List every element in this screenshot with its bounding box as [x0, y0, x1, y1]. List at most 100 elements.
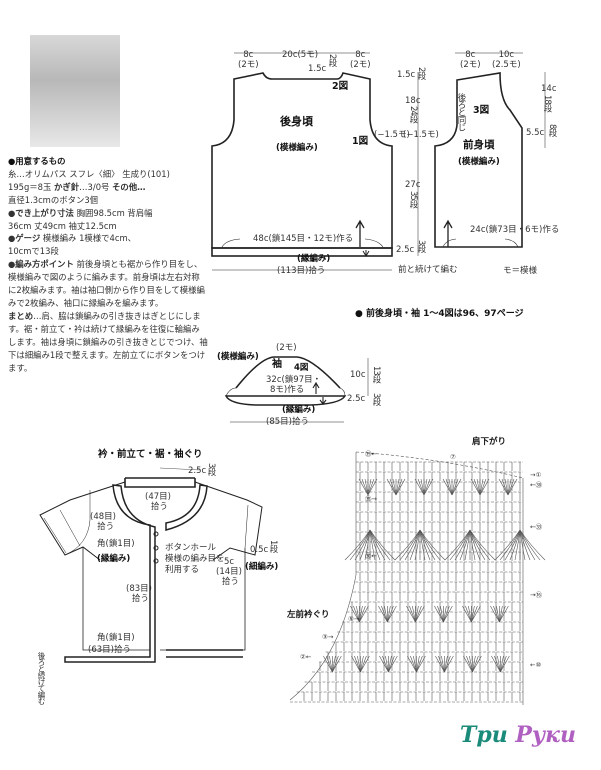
large-fan-stitch [519, 529, 531, 561]
fan-stitch [423, 478, 431, 496]
fan-stitch [395, 478, 400, 496]
pattern-label: (模様編み) [217, 352, 259, 362]
fan-stitch [412, 605, 416, 623]
large-fan-stitch [519, 529, 546, 561]
large-fan-stitch [469, 529, 481, 561]
model-photo [30, 35, 120, 147]
page-reference-note: ● 前後身頃・袖 1〜4図は96、97ページ [355, 309, 524, 319]
back-border-band [211, 247, 393, 257]
dim-label: 2.5c [188, 466, 207, 476]
watermark-logo: Три Руки [460, 722, 577, 748]
size-heading: ●でき上がり寸法 [8, 207, 74, 218]
assembly-title: 衿・前立て・裾・袖ぐり [98, 449, 203, 460]
dim-label: 3段 [206, 463, 216, 475]
start-label: 48c(鎖145目・12モ)作る [253, 234, 354, 244]
fan-stitch [435, 655, 445, 673]
dim-label: 3段 [416, 240, 426, 252]
fan-stitch [414, 478, 425, 496]
finishing-text: …肩、脇は鎖編みの引き抜きはぎとじにします。裾・前立て・衿は続けて縁編みを往復に… [8, 310, 208, 373]
row-marker: ㉟→ [365, 495, 377, 503]
large-fan-stitch [369, 529, 376, 561]
large-fan-stitch [514, 529, 521, 561]
large-fan-stitch [499, 529, 521, 561]
dim-label: 8c(2モ) [238, 50, 259, 70]
dim-label: (−1.5モ) [374, 130, 410, 140]
fan-stitch [471, 605, 475, 623]
pickup-label: (113目)拾う [277, 266, 326, 276]
dim-label: (2モ) [276, 343, 297, 353]
fan-stitch [443, 605, 453, 623]
figure-label: 2図 [332, 81, 349, 92]
fan-stitch [389, 478, 397, 496]
fan-stitch [359, 605, 369, 623]
fan-stitch [434, 605, 444, 623]
fan-stitch [364, 478, 369, 496]
start-label: 24c(鎖73目・6モ)作る [470, 225, 560, 235]
large-fan-stitch [404, 529, 421, 561]
dimension-lines [212, 52, 419, 271]
pickup-label: (47目) 拾う [145, 492, 171, 512]
large-fan-stitch [369, 529, 381, 561]
size-text: 胸囲98.5cm 背肩幅 [73, 207, 153, 218]
dim-label: (−1.5モ) [403, 130, 439, 140]
gauge-text: 模様編み 1模様で4cm、 [40, 233, 137, 244]
pickup-label: (48目) 拾う [90, 512, 116, 532]
buttonhole-note: ボタンホール模様の編み目を利用する [165, 543, 225, 575]
row-marker: ㉚← [365, 552, 377, 560]
fan-stitch [356, 605, 360, 623]
fan-stitch [500, 655, 510, 673]
fan-stitch [504, 478, 509, 496]
fan-stitch [466, 655, 473, 673]
instructions-text: ●用意するもの 糸…オリムパス スフレ〈細〉 生成り(101) 195g＝8玉 … [8, 155, 208, 374]
figure-label: 1図 [352, 136, 369, 147]
fan-stitch [409, 605, 416, 623]
fan-stitch [382, 655, 389, 673]
fan-stitch [445, 478, 453, 496]
dim-label: 3段 [371, 393, 381, 405]
sleeve-title: 袖 [272, 359, 282, 370]
large-fan-stitch [349, 529, 371, 561]
dim-label: 18段 [542, 95, 552, 112]
large-fan-stitch [519, 529, 526, 561]
direction-arrow [362, 250, 370, 257]
fan-stitch [367, 478, 378, 496]
fan-stitch [499, 605, 503, 623]
start-curve [442, 238, 519, 248]
cardigan-assembly [39, 467, 263, 663]
fan-stitch [463, 655, 473, 673]
pickup-label: (63目)拾う [88, 645, 131, 655]
direction-arrow [312, 381, 327, 405]
fan-stitch [448, 478, 453, 496]
hook-label: かぎ針 [54, 181, 80, 192]
buttons: 直径1.3cmのボタン3個 [8, 194, 99, 205]
dim-label: 20c(5モ) [282, 50, 319, 60]
start-label: 8モ)作る [270, 385, 305, 395]
border-label: (縁編み) [282, 405, 316, 415]
large-fan-stitch [394, 529, 421, 561]
large-fan-stitch [419, 529, 446, 561]
fan-stitch [437, 605, 444, 623]
fan-stitch [360, 655, 364, 673]
size-line: ●でき上がり寸法 胸囲98.5cm 背肩幅 [8, 207, 208, 220]
direction-arrow [443, 219, 453, 247]
large-fan-stitch [419, 529, 426, 561]
fan-stitch [416, 655, 426, 673]
hook-size: …3/0号 [79, 181, 113, 192]
fan-stitch [332, 655, 342, 673]
fan-stitch [469, 655, 473, 673]
border-label: (細編み) [245, 562, 279, 572]
dim-label: 2.5c [347, 394, 366, 404]
neckline-label: 左前衿ぐり [287, 610, 330, 620]
materials-heading: ●用意するもの [8, 156, 66, 166]
pickup-label: (14目) 拾う [216, 567, 242, 587]
row-marker: ③→ [322, 633, 334, 641]
other-label: その他… [112, 181, 146, 192]
size-text: 36cm 丈49cm 袖丈12.5cm [8, 220, 117, 231]
fan-stitch [465, 605, 472, 623]
fan-stitch [360, 655, 370, 673]
fan-stitch [387, 605, 391, 623]
legend-label: モ＝模様 [503, 266, 538, 276]
start-curve [221, 238, 384, 248]
fan-stitch [444, 655, 454, 673]
large-fan-stitch [454, 529, 471, 561]
